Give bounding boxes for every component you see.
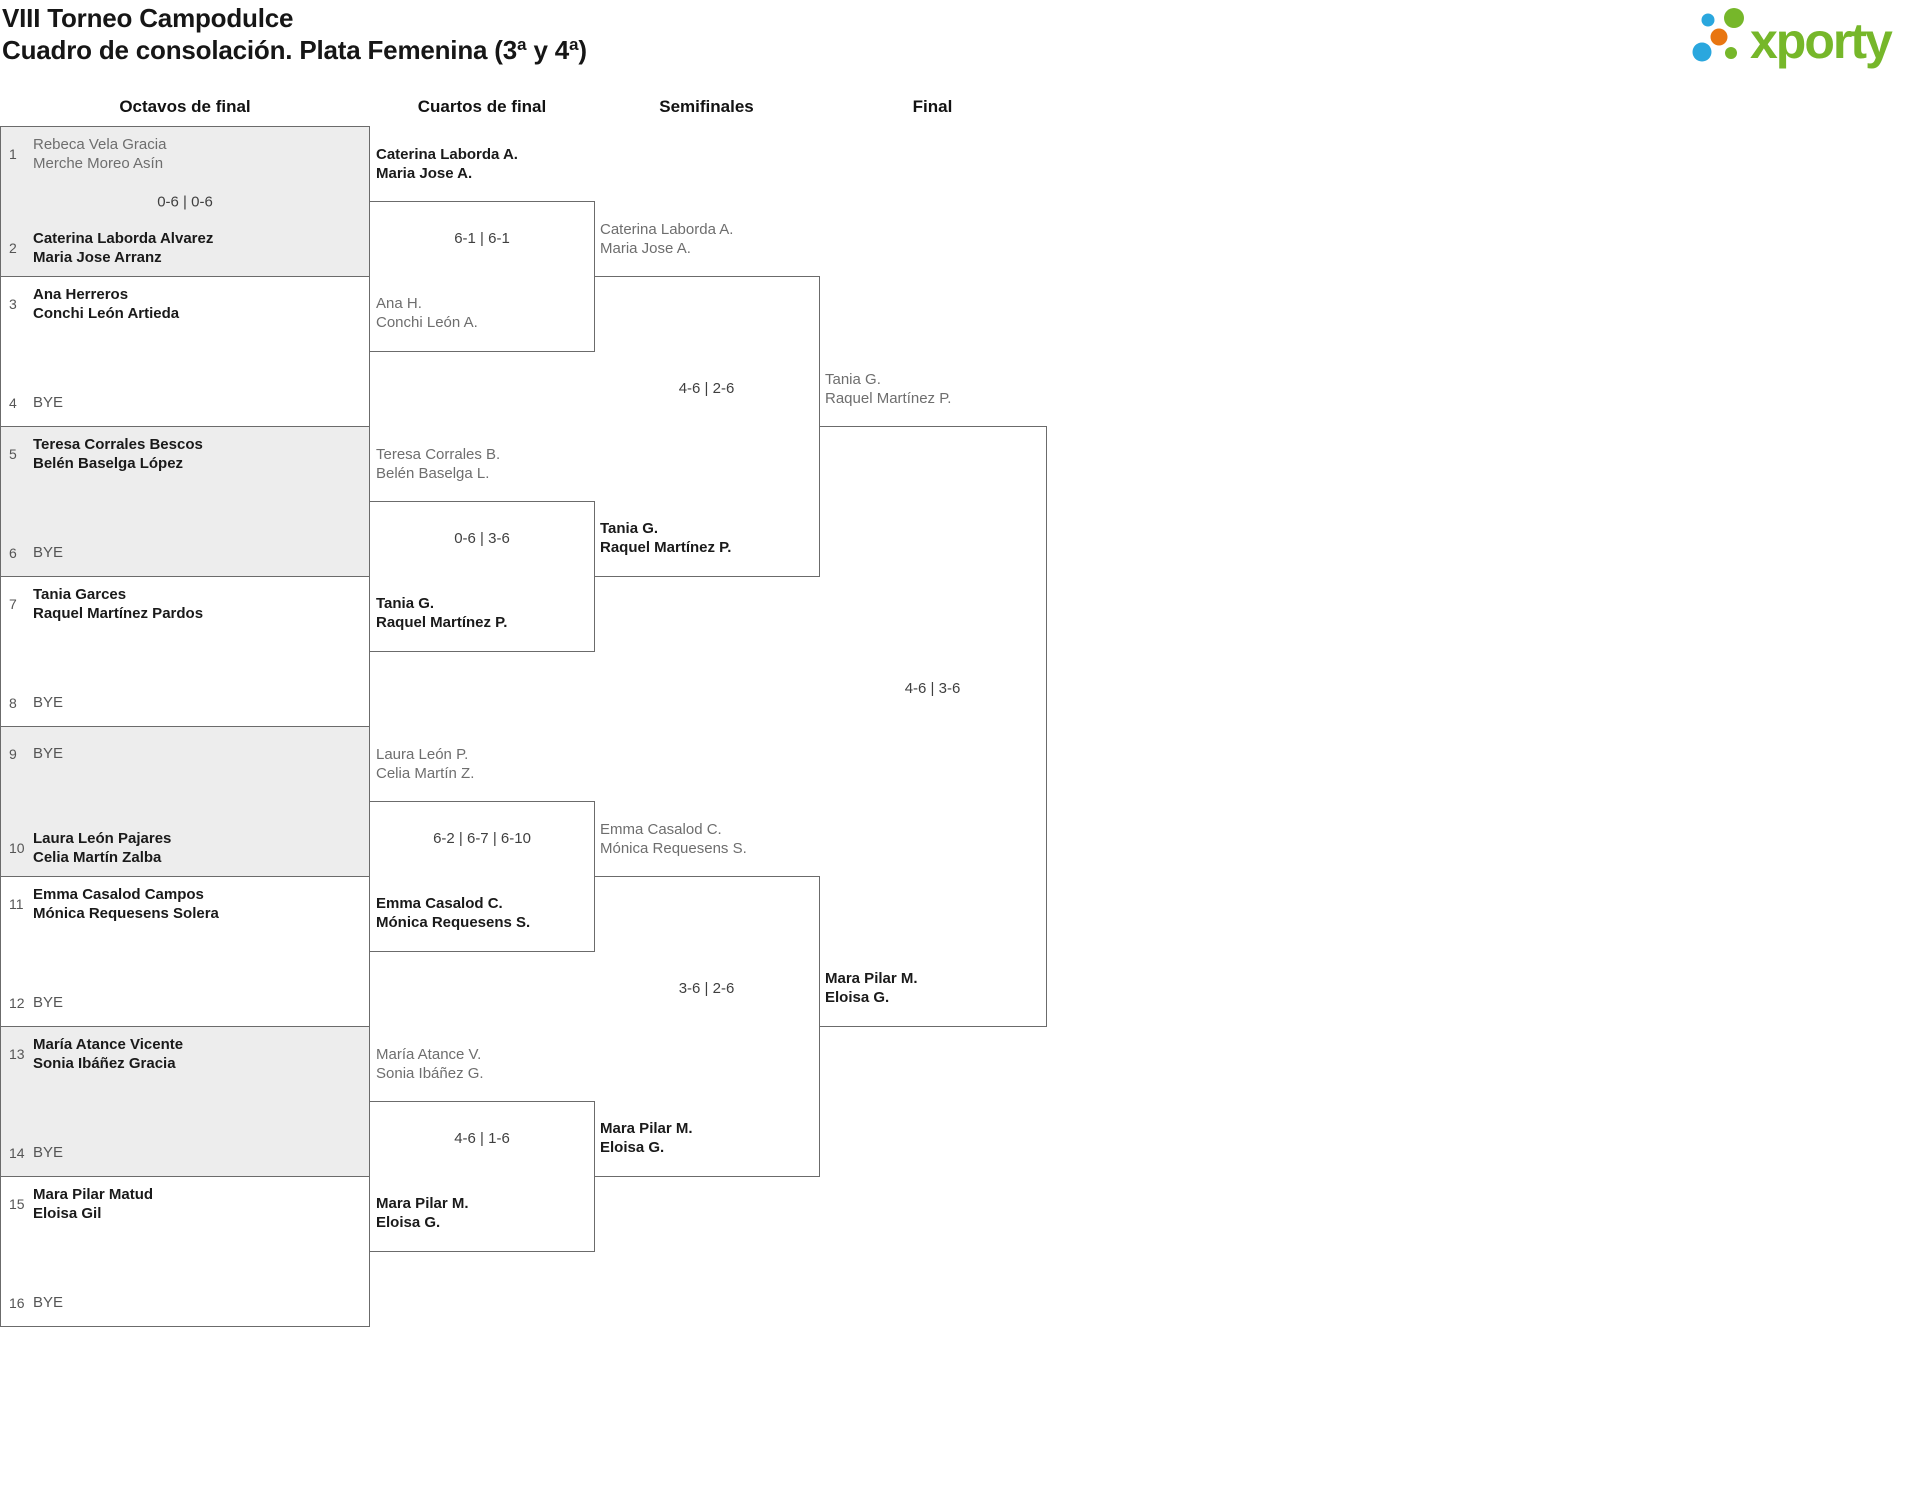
team-slot-9: 9 BYE xyxy=(9,744,363,763)
match-box-semifinal-1: Caterina Laborda A. Maria Jose A. 4-6 | … xyxy=(594,221,820,577)
team-slot-2: 2 Caterina Laborda Alvarez Maria Jose Ar… xyxy=(9,229,363,267)
team-slot-12: 12 BYE xyxy=(9,993,363,1012)
seed-number: 4 xyxy=(9,394,17,411)
team-slot-11: 11 Emma Casalod Campos Mónica Requesens … xyxy=(9,885,363,923)
match-score: 4-6 | 3-6 xyxy=(904,679,961,697)
match-box-final: Tania G. Raquel Martínez P. 4-6 | 3-6 Ma… xyxy=(819,371,1047,1027)
logo-dot-blue-large xyxy=(1692,42,1712,62)
team-slot-5: 5 Teresa Corrales Bescos Belén Baselga L… xyxy=(9,435,363,473)
round-header-semifinales: Semifinales xyxy=(659,97,754,116)
team-name: María Atance V. Sonia Ibáñez G. xyxy=(376,1046,484,1082)
team-name: Mara Pilar M. Eloisa G. xyxy=(825,970,918,1006)
seed-number: 15 xyxy=(9,1196,25,1212)
seed-number: 1 xyxy=(9,146,17,162)
team-name: Rebeca Vela Gracia Merche Moreo Asín xyxy=(33,136,167,172)
seed-number: 11 xyxy=(9,896,24,912)
match-score: 6-1 | 6-1 xyxy=(454,229,510,247)
logo-dot-green-large xyxy=(1724,8,1744,28)
match-box-octavos-6: 11 Emma Casalod Campos Mónica Requesens … xyxy=(0,876,370,1027)
match-box-cuartos-1: Caterina Laborda A. Maria Jose A. 6-1 | … xyxy=(370,146,595,352)
team-slot-1: 1 Rebeca Vela Gracia Merche Moreo Asín xyxy=(9,135,363,173)
team-name: Laura León Pajares Celia Martín Zalba xyxy=(33,830,172,866)
match-score: 4-6 | 2-6 xyxy=(678,379,735,397)
logo-wordmark: xporty xyxy=(1750,13,1893,69)
team-slot-6: 6 BYE xyxy=(9,543,363,562)
team-name: Tania Garces Raquel Martínez Pardos xyxy=(33,586,204,622)
seed-number: 6 xyxy=(9,544,17,561)
match-box-octavos-3: 5 Teresa Corrales Bescos Belén Baselga L… xyxy=(0,426,370,577)
seed-number: 14 xyxy=(9,1144,25,1161)
bye-label: BYE xyxy=(33,1294,64,1311)
bye-label: BYE xyxy=(33,745,64,762)
bye-label: BYE xyxy=(33,544,64,561)
team-name: Mara Pilar M. Eloisa G. xyxy=(376,1195,469,1231)
match-box-octavos-8: 15 Mara Pilar Matud Eloisa Gil 16 BYE xyxy=(0,1176,370,1327)
round-header-octavos: Octavos de final xyxy=(119,97,251,116)
team-slot-8: 8 BYE xyxy=(9,693,363,712)
team-name: Ana H. Conchi León A. xyxy=(376,295,478,331)
seed-number: 2 xyxy=(9,240,17,256)
match-score: 6-2 | 6-7 | 6-10 xyxy=(433,829,531,847)
seed-number: 5 xyxy=(9,446,17,462)
bracket-subtitle: Cuadro de consolación. Plata Femenina (3… xyxy=(2,35,587,65)
match-score: 0-6 | 0-6 xyxy=(157,193,213,210)
seed-number: 8 xyxy=(9,694,17,711)
bye-label: BYE xyxy=(33,1144,64,1161)
match-score: 3-6 | 2-6 xyxy=(678,979,735,997)
match-score: 4-6 | 1-6 xyxy=(454,1129,510,1147)
seed-number: 12 xyxy=(9,994,25,1011)
match-box-cuartos-4: María Atance V. Sonia Ibáñez G. 4-6 | 1-… xyxy=(370,1046,595,1252)
team-name: Tania G. Raquel Martínez P. xyxy=(825,371,952,407)
logo-dot-orange xyxy=(1710,28,1728,46)
match-box-octavos-7: 13 María Atance Vicente Sonia Ibáñez Gra… xyxy=(0,1026,370,1177)
team-slot-7: 7 Tania Garces Raquel Martínez Pardos xyxy=(9,585,363,623)
bye-label: BYE xyxy=(33,394,64,411)
team-name: Emma Casalod Campos Mónica Requesens Sol… xyxy=(33,886,219,922)
team-slot-14: 14 BYE xyxy=(9,1143,363,1162)
team-slot-13: 13 María Atance Vicente Sonia Ibáñez Gra… xyxy=(9,1035,363,1073)
team-name: Caterina Laborda Alvarez Maria Jose Arra… xyxy=(33,230,214,266)
match-box-cuartos-3: Laura León P. Celia Martín Z. 6-2 | 6-7 … xyxy=(370,746,595,952)
logo-dot-blue-small xyxy=(1701,13,1715,27)
team-name: Teresa Corrales Bescos Belén Baselga Lóp… xyxy=(33,436,203,472)
match-box-octavos-5: 9 BYE 10 Laura León Pajares Celia Martín… xyxy=(0,726,370,877)
team-name: Ana Herreros Conchi León Artieda xyxy=(33,286,180,322)
team-name: Emma Casalod C. Mónica Requesens S. xyxy=(600,821,747,857)
team-name: Teresa Corrales B. Belén Baselga L. xyxy=(376,446,501,482)
team-name: Caterina Laborda A. Maria Jose A. xyxy=(600,221,734,257)
team-slot-4: 4 BYE xyxy=(9,393,363,412)
team-name: Caterina Laborda A. Maria Jose A. xyxy=(376,146,518,182)
match-box-cuartos-2: Teresa Corrales B. Belén Baselga L. 0-6 … xyxy=(370,446,595,652)
seed-number: 9 xyxy=(9,745,17,762)
team-slot-3: 3 Ana Herreros Conchi León Artieda xyxy=(9,285,363,323)
bye-label: BYE xyxy=(33,994,64,1011)
team-name: Tania G. Raquel Martínez P. xyxy=(600,520,732,556)
seed-number: 3 xyxy=(9,296,17,312)
team-slot-15: 15 Mara Pilar Matud Eloisa Gil xyxy=(9,1185,363,1223)
team-name: Tania G. Raquel Martínez P. xyxy=(376,595,508,631)
seed-number: 7 xyxy=(9,596,17,612)
team-name: Mara Pilar M. Eloisa G. xyxy=(600,1120,693,1156)
team-slot-16: 16 BYE xyxy=(9,1293,363,1312)
team-name: Emma Casalod C. Mónica Requesens S. xyxy=(376,895,531,931)
xporty-logo: xporty xyxy=(1692,8,1895,69)
tournament-title: VIII Torneo Campodulce xyxy=(2,3,294,33)
team-name: Laura León P. Celia Martín Z. xyxy=(376,746,475,782)
logo-dot-green-small xyxy=(1725,47,1737,59)
match-box-octavos-4: 7 Tania Garces Raquel Martínez Pardos 8 … xyxy=(0,576,370,727)
seed-number: 13 xyxy=(9,1046,25,1062)
match-score: 0-6 | 3-6 xyxy=(454,529,510,547)
seed-number: 10 xyxy=(9,840,25,856)
team-name: María Atance Vicente Sonia Ibáñez Gracia xyxy=(33,1036,184,1072)
team-name: Mara Pilar Matud Eloisa Gil xyxy=(33,1186,154,1222)
match-box-octavos-1: 1 Rebeca Vela Gracia Merche Moreo Asín 0… xyxy=(0,126,370,277)
match-box-octavos-2: 3 Ana Herreros Conchi León Artieda 4 BYE xyxy=(0,276,370,427)
match-box-semifinal-2: Emma Casalod C. Mónica Requesens S. 3-6 … xyxy=(594,821,820,1177)
round-header-final: Final xyxy=(912,97,953,116)
round-header-cuartos: Cuartos de final xyxy=(417,97,547,116)
team-slot-10: 10 Laura León Pajares Celia Martín Zalba xyxy=(9,829,363,867)
seed-number: 16 xyxy=(9,1294,25,1311)
bye-label: BYE xyxy=(33,694,64,711)
